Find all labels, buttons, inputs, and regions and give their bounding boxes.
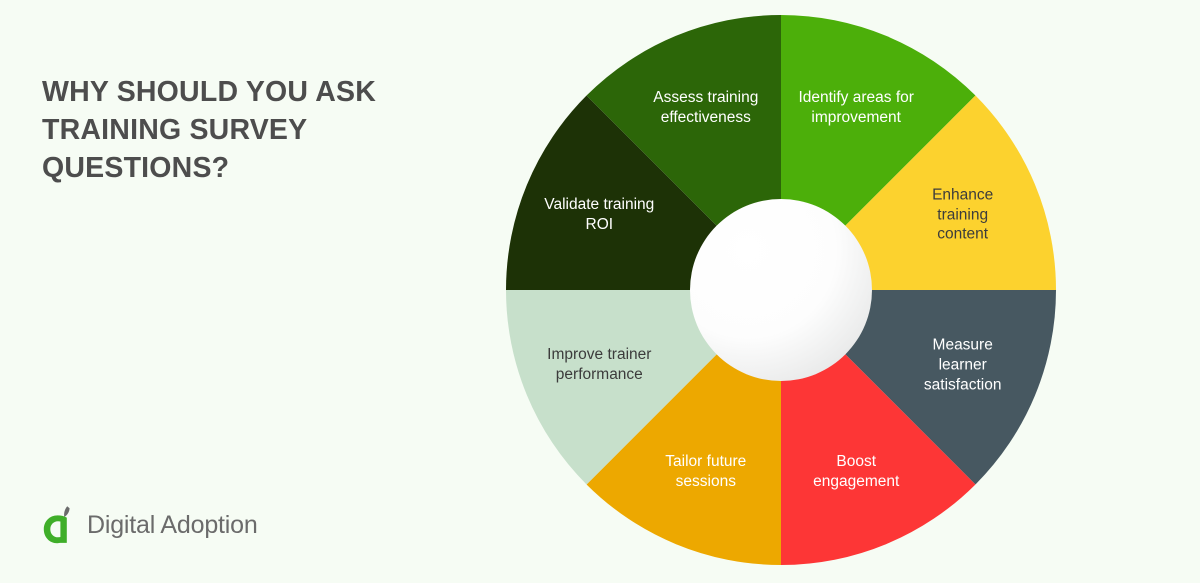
logo-wordmark: Digital Adoption: [87, 510, 258, 539]
donut-center-hole: [690, 199, 872, 381]
brand-logo[interactable]: Digital Adoption: [42, 505, 258, 545]
page-title: Why should you ask training survey quest…: [42, 76, 377, 184]
digital-adoption-logo-icon: [43, 506, 70, 544]
donut-chart-svg: [506, 15, 1056, 565]
